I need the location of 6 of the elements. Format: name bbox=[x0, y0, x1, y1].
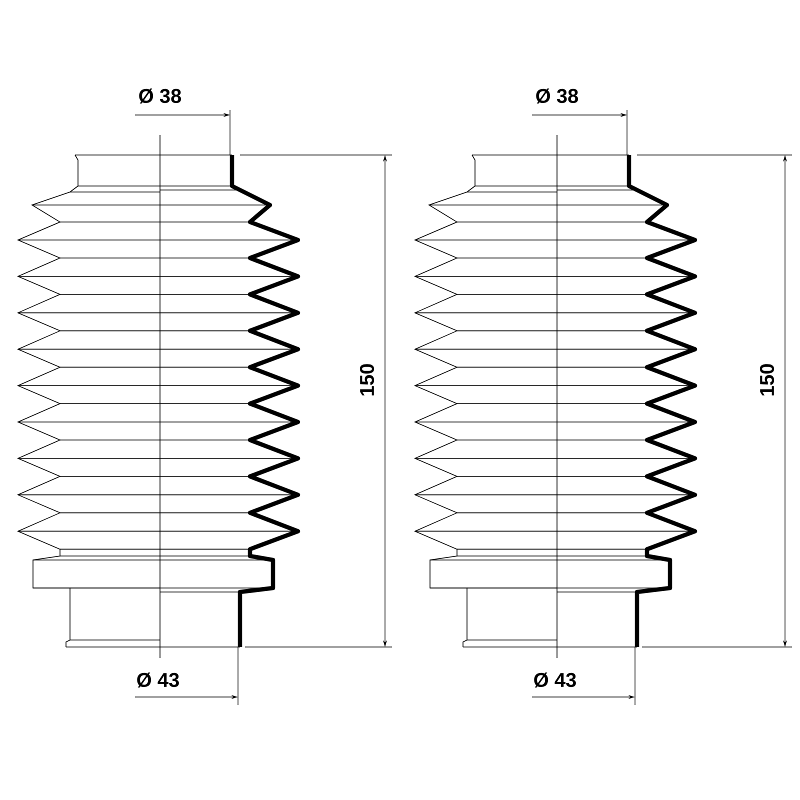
dimension-label: 150 bbox=[360, 364, 374, 396]
dimension-label: Ø 43 bbox=[137, 672, 179, 688]
dimension-label: Ø 43 bbox=[534, 672, 576, 688]
dimension-label: Ø 38 bbox=[536, 88, 578, 104]
dimension-label: Ø 38 bbox=[139, 88, 182, 104]
dimension-label: 150 bbox=[760, 364, 774, 396]
